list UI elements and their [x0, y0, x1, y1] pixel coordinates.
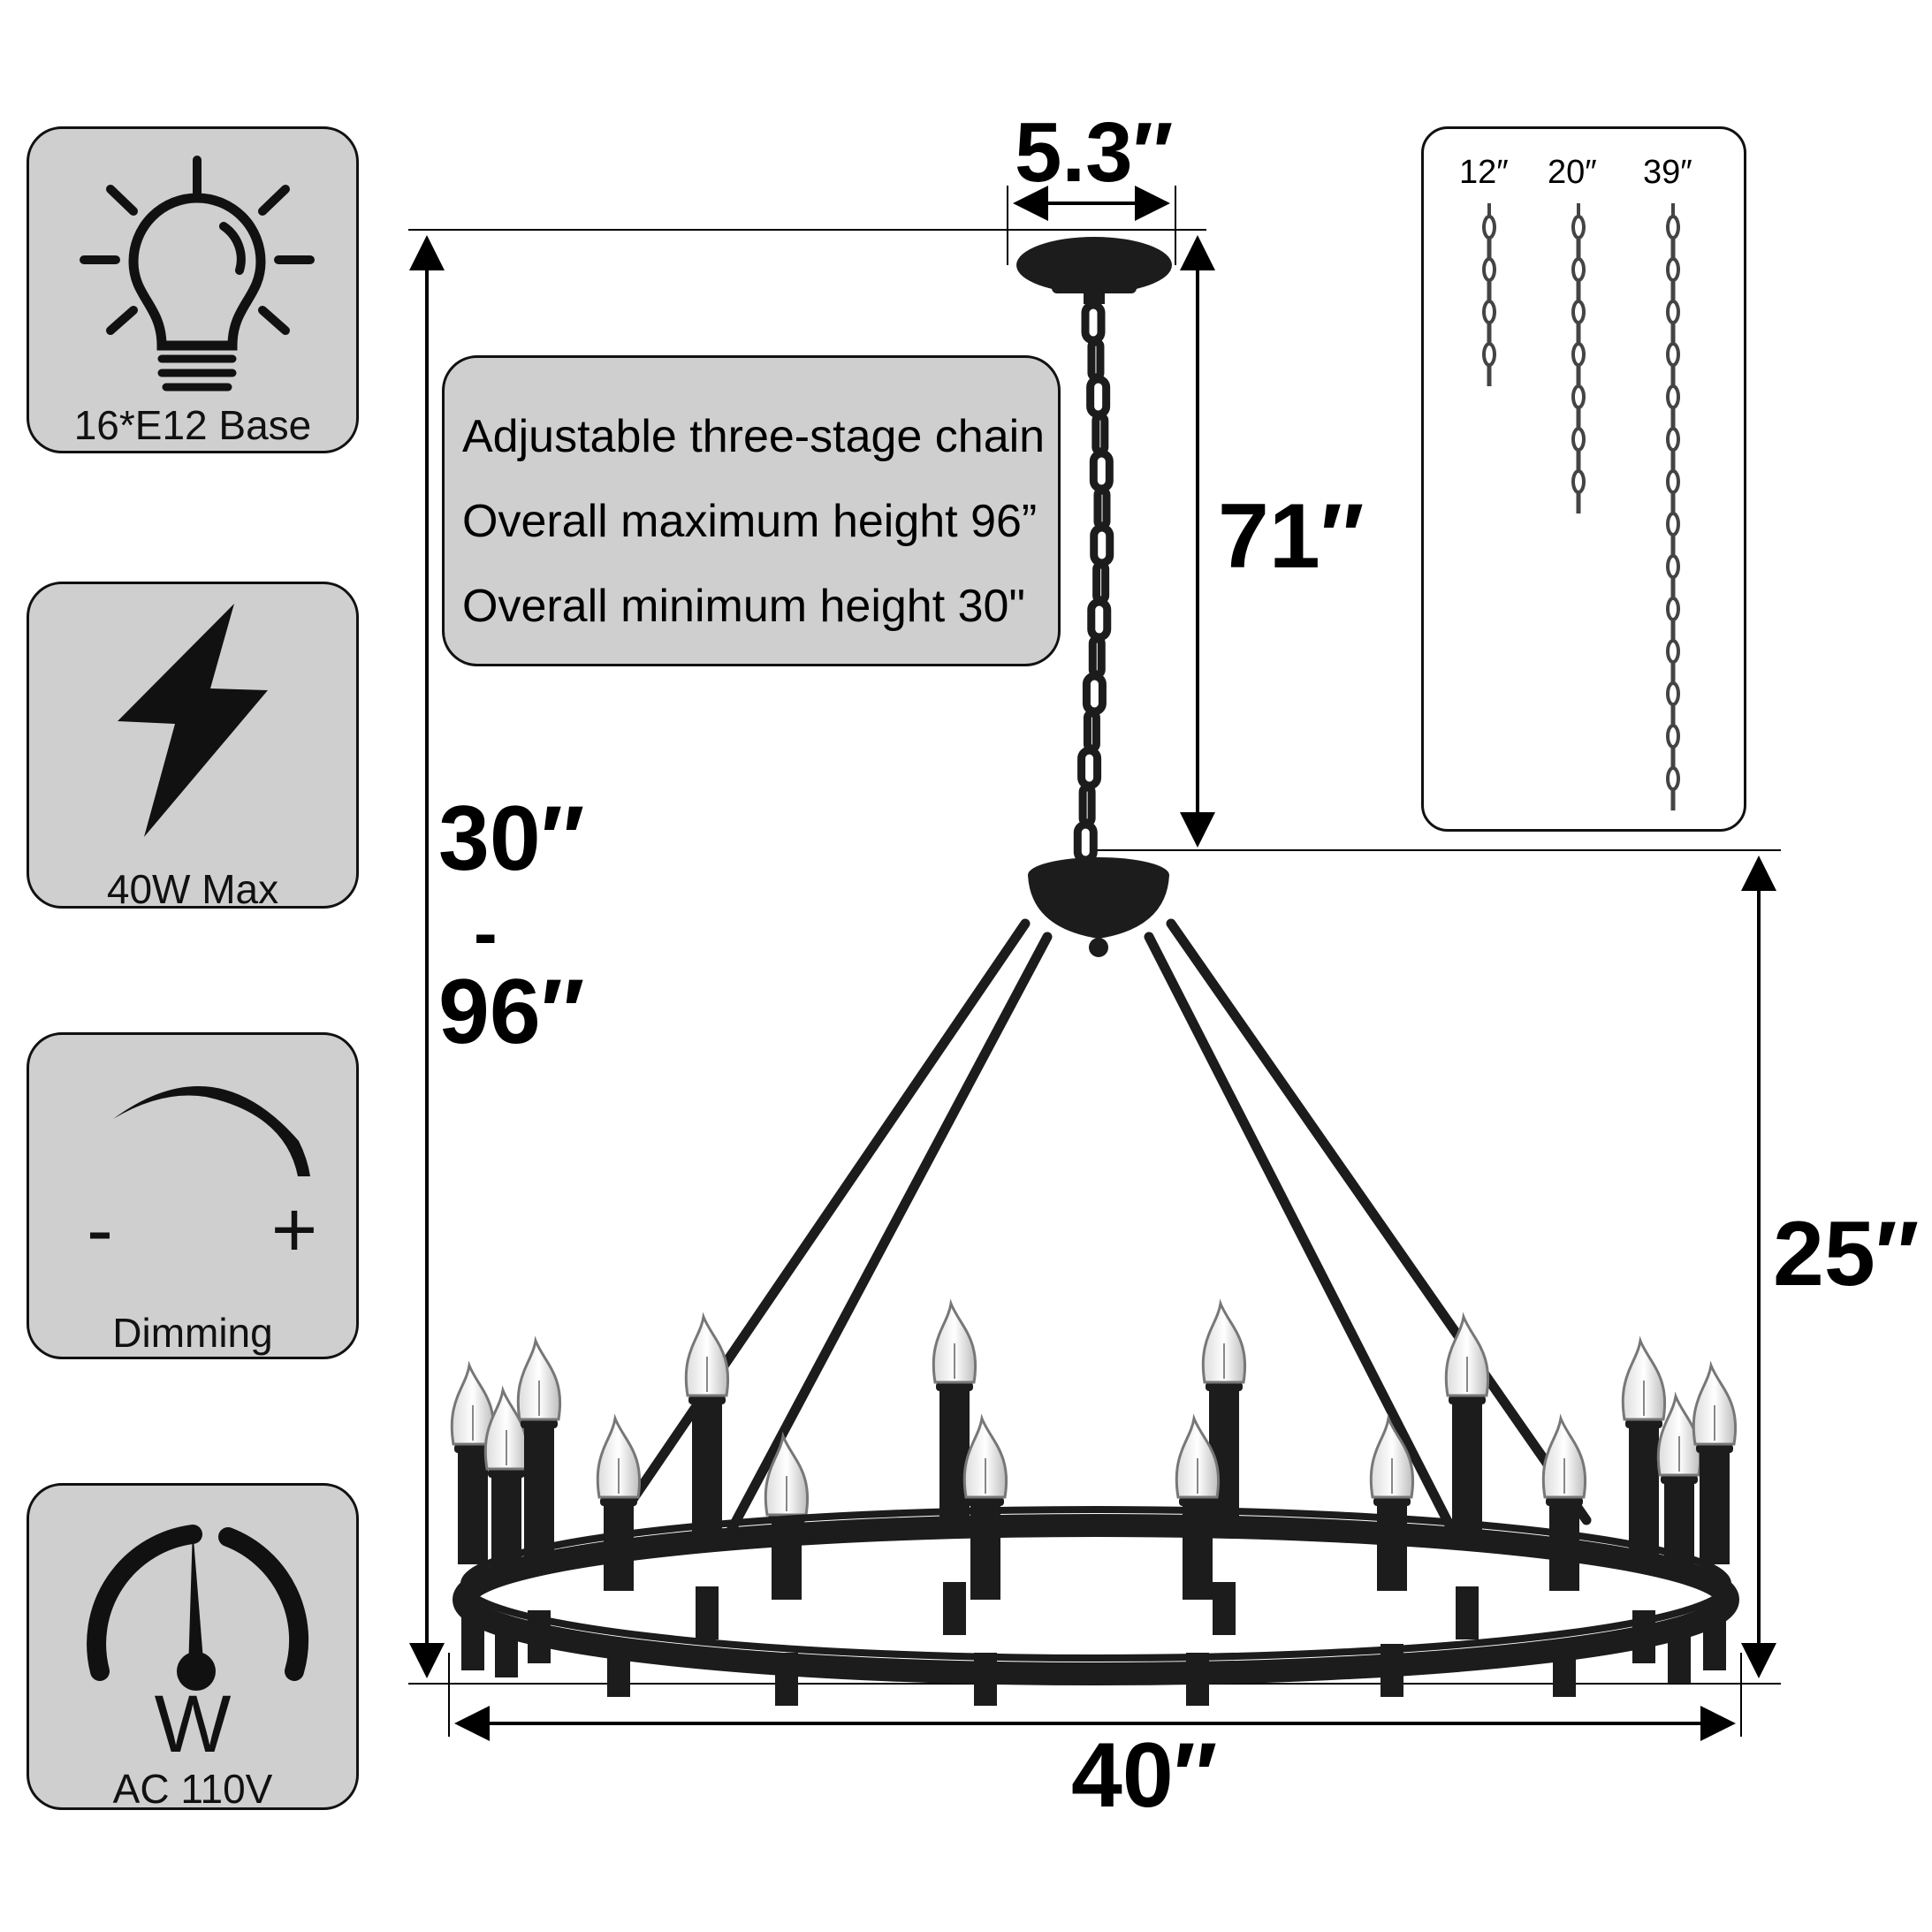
suspension-chain — [1073, 300, 1114, 864]
overall-height-separator: - — [474, 894, 498, 972]
chain-link — [1078, 783, 1096, 827]
dimmer-arc-icon — [113, 1085, 310, 1176]
feature-label: Dimming — [112, 1310, 273, 1356]
overall-height-max-label: 96″ — [438, 961, 585, 1063]
candle-bulb — [1692, 1360, 1737, 1670]
lightning-bolt-icon — [118, 604, 268, 837]
chain-link — [1081, 300, 1106, 345]
chain-option-label: 39″ — [1643, 154, 1692, 191]
chain-info-line: Overall maximum height 96” — [462, 496, 1038, 547]
chain-length-label: 71″ — [1218, 485, 1365, 588]
chain-sample — [1666, 203, 1680, 810]
chain-link — [1092, 412, 1109, 456]
feature-panel-wattage: 40W Max — [27, 582, 359, 912]
canopy-width-label: 5.3″ — [1015, 105, 1174, 200]
diameter-label: 40″ — [1071, 1724, 1218, 1827]
dimming-plus-label: + — [270, 1186, 318, 1274]
wagon-wheel-ring — [453, 1506, 1739, 1685]
feature-panel-dimming: - + Dimming — [27, 1032, 359, 1359]
chain-link — [1073, 820, 1098, 864]
chain-info-line: Adjustable three-stage chain — [462, 411, 1046, 462]
chain-info-panel: Adjustable three-stage chain Overall max… — [442, 355, 1061, 666]
overall-height-min-label: 30″ — [438, 787, 585, 890]
chain-link — [1077, 746, 1102, 790]
chain-link — [1090, 523, 1114, 567]
chain-link — [1086, 375, 1111, 419]
chain-info-line: Overall minimum height 30" — [462, 581, 1025, 632]
feature-label: 40W Max — [106, 866, 279, 912]
chain-option-label: 20″ — [1548, 154, 1597, 191]
chain-length-options — [1482, 203, 1680, 810]
wattage-symbol: W — [154, 1679, 232, 1769]
chain-link — [1093, 486, 1111, 530]
feature-label: AC 110V — [112, 1766, 273, 1812]
chain-sample — [1482, 203, 1496, 386]
chain-link — [1088, 635, 1106, 679]
feature-label: 16*E12 Base — [73, 402, 312, 448]
wattage-gauge-icon — [87, 1525, 309, 1691]
support-arms — [613, 918, 1592, 1548]
chain-link — [1087, 597, 1112, 642]
feature-panel-voltage: W AC 110V — [27, 1483, 359, 1812]
chain-option-label: 12″ — [1459, 154, 1509, 191]
feature-panel-bulb-base: 16*E12 Base — [27, 126, 359, 453]
dimming-minus-label: - — [87, 1186, 113, 1274]
body-height-label: 25″ — [1773, 1203, 1920, 1305]
light-bulb-icon — [80, 156, 315, 392]
chain-link — [1083, 709, 1100, 753]
chain-options-panel: 12″ 20″ 39″ — [1421, 126, 1746, 832]
candle-bulb — [1444, 1312, 1489, 1639]
candle-bulb — [932, 1298, 977, 1635]
ceiling-canopy — [1016, 237, 1172, 304]
chain-link — [1089, 449, 1114, 493]
candle-bulb — [684, 1312, 729, 1639]
dimension-arrows — [409, 186, 1776, 1741]
chain-link — [1092, 560, 1110, 605]
upper-hub — [1028, 857, 1169, 957]
chain-sample — [1571, 203, 1586, 513]
chain-link — [1087, 338, 1105, 382]
chain-link — [1082, 672, 1107, 716]
